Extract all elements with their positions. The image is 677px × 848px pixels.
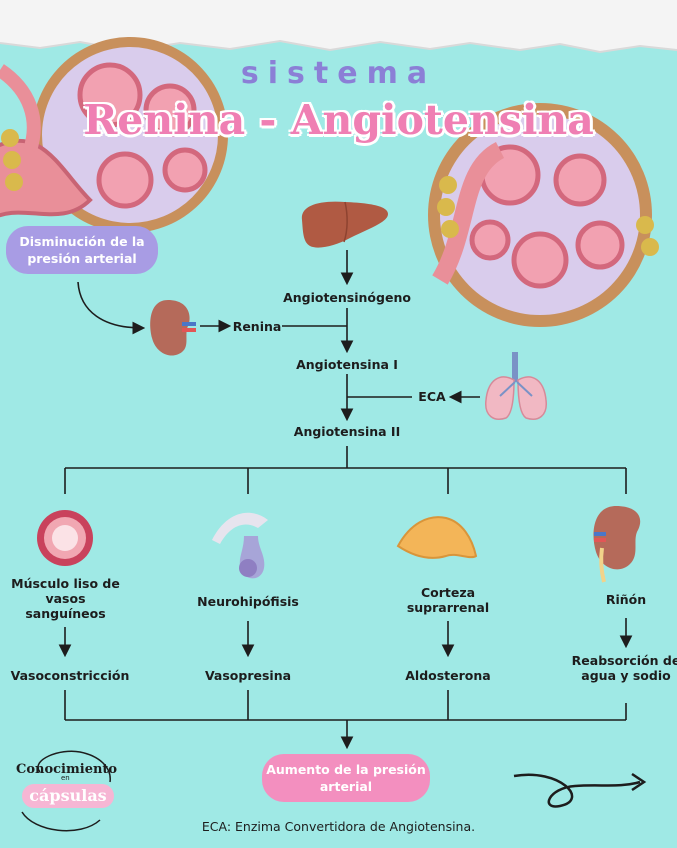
branch-effect-label: Reabsorción de agua y sodio (571, 653, 677, 683)
branch-organ-label: Corteza suprarrenal (406, 585, 490, 615)
logo-line-1: Conocimiento (16, 762, 118, 777)
glomerulus-illustration-left (0, 37, 228, 233)
branch-effect-label: Vasopresina (204, 668, 292, 683)
eca-label: ECA (418, 389, 446, 404)
brand-logo: Conocimiento en cápsulas (14, 750, 124, 830)
logo-line-3: cápsulas (22, 784, 114, 808)
start-pill: Disminución de la presión arterial (6, 226, 158, 274)
footnote: ECA: Enzima Convertidora de Angiotensina… (201, 819, 476, 834)
title-sistema: sistema (240, 56, 437, 91)
swirl-arrow-decor (513, 772, 647, 808)
angiotensin-1-label: Angiotensina I (296, 357, 398, 372)
kidney-icon-branch (593, 506, 641, 583)
glomerulus-illustration-right (428, 103, 659, 327)
result-pill: Aumento de la presión arterial (262, 754, 430, 802)
pituitary-icon (212, 512, 268, 579)
logo-ring (21, 750, 111, 832)
branch-organ-label: Neurohipófisis (197, 594, 299, 609)
adrenal-gland-icon (396, 516, 478, 559)
branch-effect-label: Aldosterona (405, 668, 491, 683)
title-main: Renina - Angiotensina (83, 96, 594, 144)
kidney-icon-renin (150, 300, 196, 356)
branch-organ-label: Músculo liso de vasos sanguíneos (11, 576, 120, 621)
angiotensin-2-label: Angiotensina II (293, 424, 401, 439)
logo-line-2: en (61, 774, 70, 782)
lungs-icon (485, 352, 547, 420)
angiotensinogen-label: Angiotensinógeno (283, 290, 411, 305)
liver-icon (301, 201, 388, 248)
blood-vessel-icon (37, 510, 93, 566)
branch-effect-label: Vasoconstricción (10, 668, 130, 683)
branch-organ-label: Riñón (605, 592, 647, 607)
renin-label: Renina (232, 319, 282, 334)
